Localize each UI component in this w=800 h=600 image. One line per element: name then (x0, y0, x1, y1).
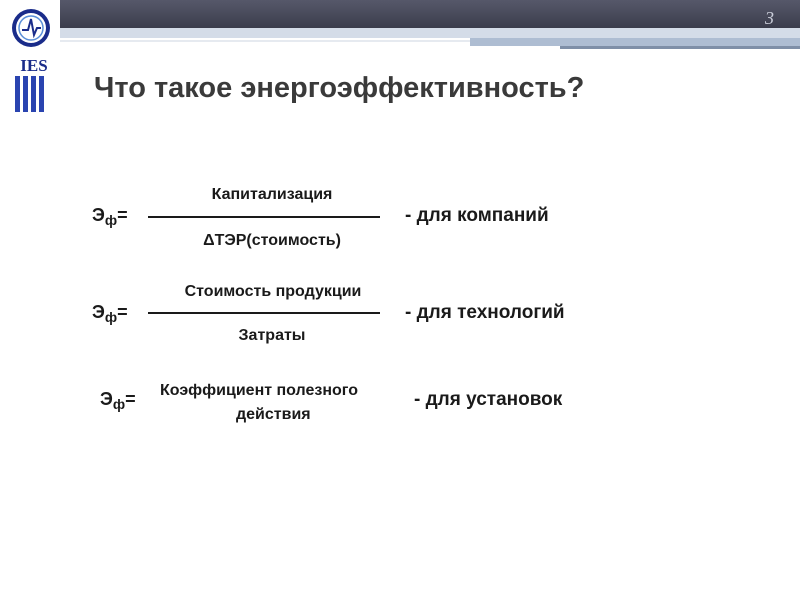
header-bar-dark (60, 0, 800, 28)
formula-1-symbol: Эф= (92, 205, 128, 228)
formula-1-denominator: ΔТЭР(стоимость) (203, 232, 341, 249)
ies-logo: IES (6, 6, 56, 116)
formula-2-numerator: Стоимость продукции (184, 283, 362, 300)
formula-1-description: - для компаний (405, 205, 549, 226)
formula-2-denominator: Затраты (238, 327, 306, 344)
slide-title: Что такое энергоэффективность? (94, 72, 585, 104)
page-number: 3 (765, 8, 774, 28)
formula-1-numerator: Капитализация (211, 186, 333, 203)
logo-text: IES (20, 56, 48, 75)
header-bar-mid (470, 38, 800, 46)
header-bar-thin (560, 46, 800, 49)
formula-3-text-line-1: Коэффициент полезного (160, 382, 359, 399)
formula-3-text-line-2: действия (236, 406, 311, 423)
formula-3-description: - для установок (414, 389, 563, 410)
header-bar-shadow (60, 40, 470, 42)
formula-2-fraction-line (148, 312, 380, 314)
formula-2-symbol: Эф= (92, 302, 128, 325)
formula-2-description: - для технологий (405, 302, 565, 323)
formula-3-symbol: Эф= (100, 389, 136, 412)
logo-emblem-icon (12, 9, 50, 112)
header-bar-light (60, 28, 800, 38)
formula-1-fraction-line (148, 216, 380, 218)
